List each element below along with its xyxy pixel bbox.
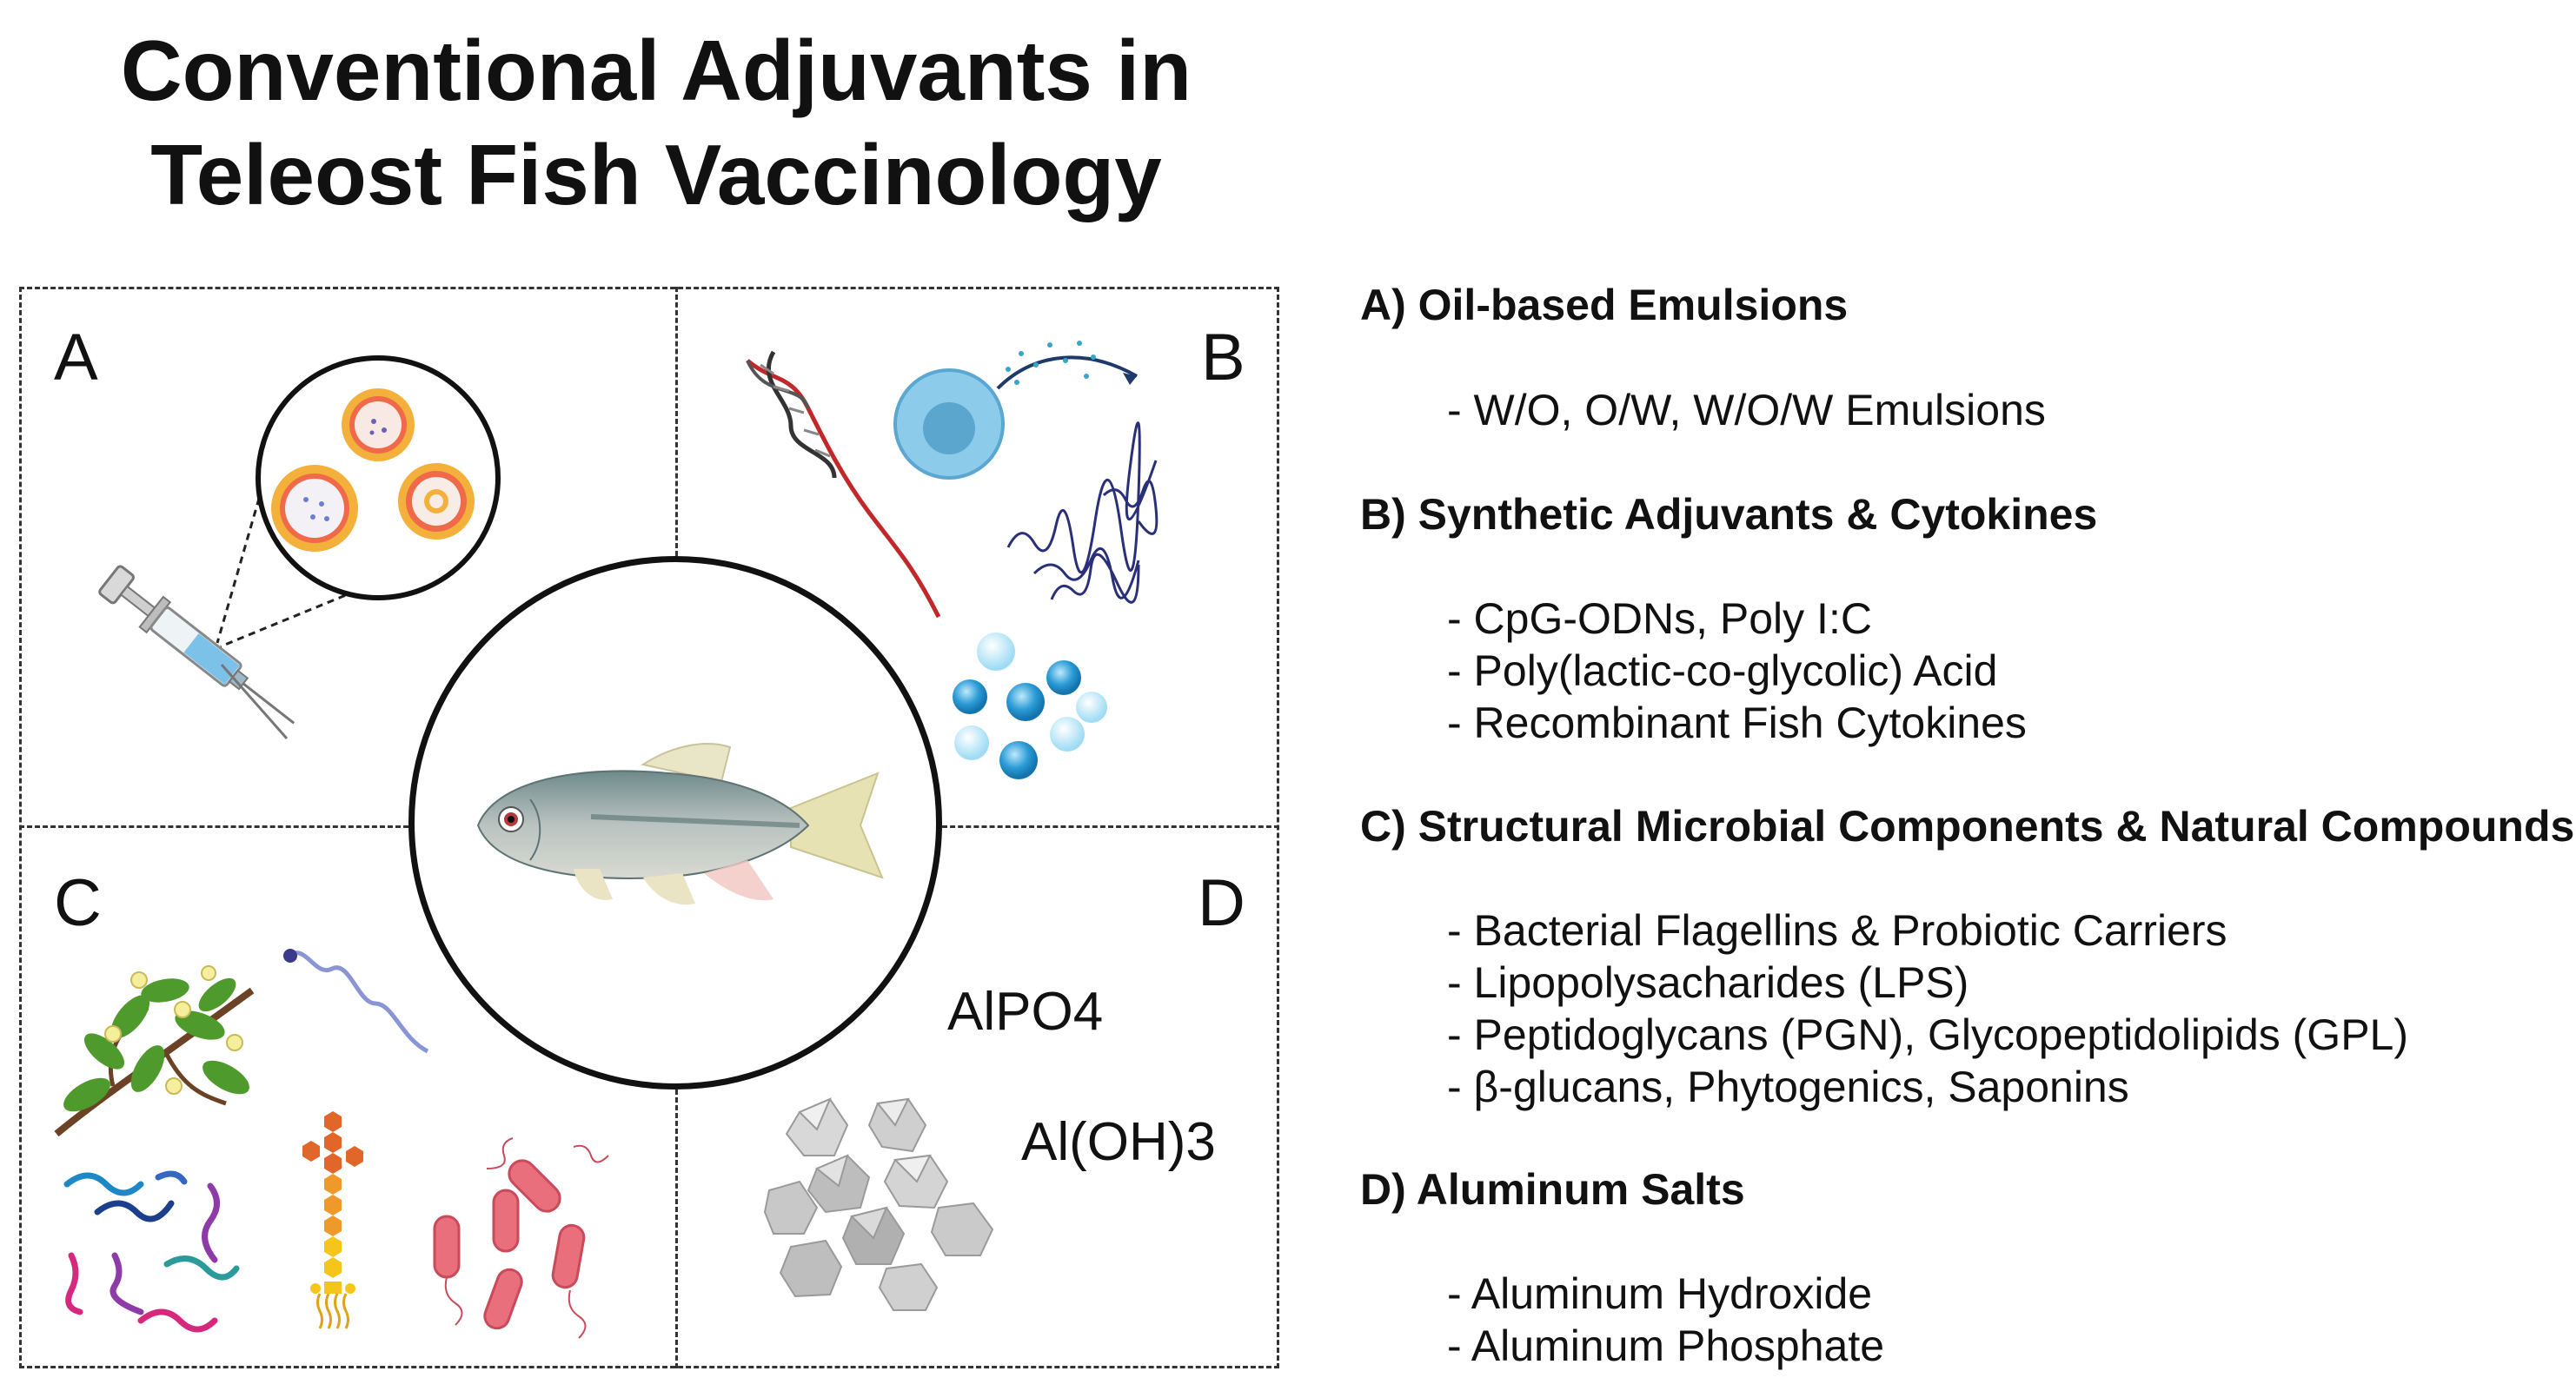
legend-heading-b: B) Synthetic Adjuvants & Cytokines: [1360, 490, 2098, 539]
panel-label-c: C: [54, 866, 102, 940]
figure-title-line-2: Teleost Fish Vaccinology: [150, 127, 1162, 222]
chem-label-alpo4: AlPO4: [947, 982, 1104, 1042]
legend-item: - Peptidoglycans (PGN), Glycopeptidolipi…: [1447, 1010, 2409, 1059]
legend-item: - W/O, O/W, W/O/W Emulsions: [1447, 386, 2046, 434]
zoom-lines-icon: [216, 486, 357, 648]
aluminum-crystals-icon: [763, 1097, 994, 1311]
legend-item: - Aluminum Phosphate: [1447, 1321, 1885, 1370]
dna-strand-icon: [746, 350, 941, 619]
figure-title-line-1: Conventional Adjuvants in: [120, 23, 1192, 118]
divider-horizontal-right: [942, 825, 1279, 828]
legend-item: - CpG-ODNs, Poly I:C: [1447, 594, 1872, 643]
panel-label-a: A: [54, 321, 98, 394]
panel-label-b: B: [1201, 321, 1245, 394]
syringe-icon: [98, 565, 295, 725]
divider-vertical-bottom: [675, 1090, 678, 1368]
legend-item: - Bacterial Flagellins & Probiotic Carri…: [1447, 906, 2227, 955]
legend-heading-d: D) Aluminum Salts: [1360, 1165, 1745, 1214]
legend-item: - Recombinant Fish Cytokines: [1447, 699, 2027, 747]
flagellin-icon: [283, 949, 429, 1054]
divider-horizontal-left: [19, 825, 408, 828]
legend-item: - Lipopolysacharides (LPS): [1447, 958, 1969, 1007]
legend-heading-c: C) Structural Microbial Components & Nat…: [1360, 802, 2575, 851]
legend-heading-a: A) Oil-based Emulsions: [1360, 281, 1849, 329]
plant-branch-icon: [54, 965, 255, 1137]
legend-item: - Aluminum Hydroxide: [1447, 1269, 1873, 1318]
rod-bacteria-icon: [433, 1137, 609, 1339]
needle-icon: [220, 664, 289, 739]
bacteria-fragments-icon: [63, 1170, 240, 1333]
lps-molecule-icon: [302, 1111, 363, 1329]
fish-icon: [476, 743, 884, 905]
legend-item: - β-glucans, Phytogenics, Saponins: [1447, 1063, 2129, 1111]
nanoparticle-beads-icon: [953, 633, 1107, 779]
divider-vertical-top: [675, 287, 678, 556]
secretion-arrow-icon: [996, 341, 1138, 390]
emulsion-droplets-icon: [256, 355, 501, 600]
immune-cell-icon: [893, 368, 1005, 480]
panel-label-d: D: [1198, 866, 1245, 940]
chem-label-aloh3: Al(OH)3: [1021, 1112, 1216, 1172]
polymer-chain-icon: [1006, 421, 1159, 604]
legend-item: - Poly(lactic-co-glycolic) Acid: [1447, 646, 1998, 695]
